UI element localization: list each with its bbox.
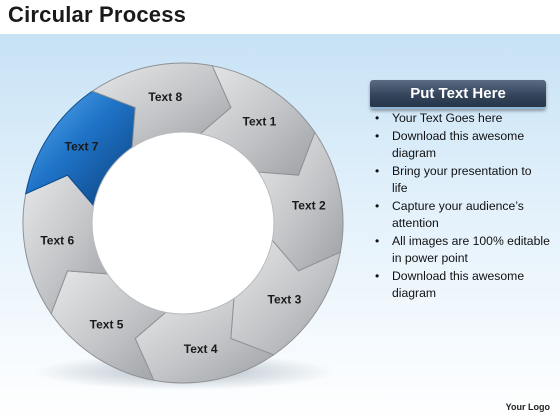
- panel-header: Put Text Here: [370, 80, 546, 109]
- logo-text: Your Logo: [505, 402, 550, 412]
- ring-inner-edge: [91, 131, 275, 315]
- bullet-item: • Download this awesome diagram: [374, 128, 550, 163]
- bullet-item: • Capture your audience’s attention: [374, 198, 550, 233]
- ring-center: [92, 132, 274, 314]
- segment-label-3: Text 3: [268, 292, 302, 306]
- bullet-dot: •: [375, 111, 380, 125]
- segment-label-4: Text 4: [184, 342, 218, 356]
- bullet-text: Download this awesome diagram: [392, 128, 525, 161]
- bullet-item: • Your Text Goes here: [374, 110, 550, 128]
- bullet-text: Your Text Goes here: [392, 111, 503, 125]
- segment-label-8: Text 8: [148, 90, 182, 104]
- bullet-dot: •: [375, 268, 380, 283]
- bullet-dot: •: [375, 163, 380, 178]
- bullet-text: All images are 100% editable in power po…: [392, 233, 550, 266]
- segment-label-7: Text 7: [65, 140, 99, 154]
- bullet-dot: •: [375, 233, 380, 248]
- segment-label-5: Text 5: [90, 317, 124, 331]
- bullet-list: • Your Text Goes here • Download this aweso…: [374, 110, 550, 303]
- segment-label-6: Text 6: [40, 234, 74, 248]
- segment-label-1: Text 1: [243, 115, 277, 129]
- segment-labels: Text 1 Text 2 Text 3 Text 4 Text 5 Text 6 Text…: [40, 90, 326, 356]
- bullet-dot: •: [375, 128, 380, 143]
- bullet-item: • Download this awesome diagram: [374, 268, 550, 303]
- bullet-text: Download this awesome diagram: [392, 268, 525, 301]
- bullet-dot: •: [375, 198, 380, 213]
- segment-label-2: Text 2: [292, 198, 326, 212]
- bullet-item: • All images are 100% editable in power p…: [374, 233, 550, 268]
- bullet-text: Bring your presentation to life: [392, 163, 532, 196]
- slide-title: Circular Process: [8, 2, 187, 27]
- ring-segments: [22, 62, 344, 384]
- bullet-text: Capture your audience’s attention: [392, 198, 524, 231]
- bullet-item: • Bring your presentation to life: [374, 163, 550, 198]
